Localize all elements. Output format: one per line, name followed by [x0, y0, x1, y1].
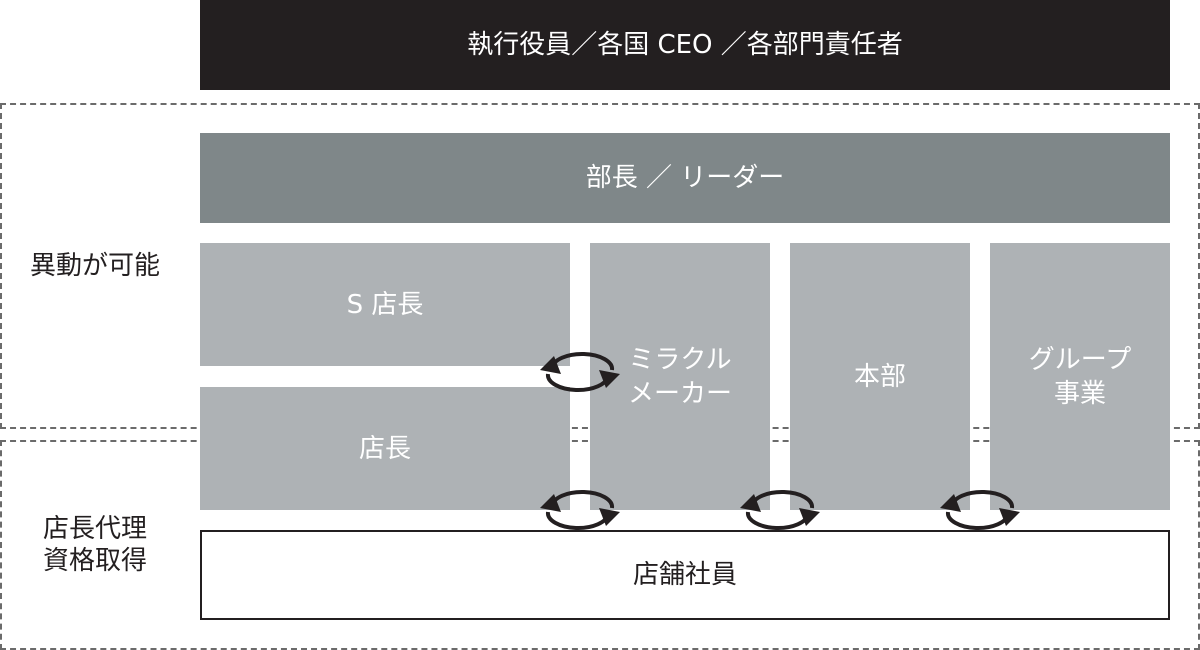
store-manager-box-label: 店長: [358, 433, 411, 464]
executive-box-label: 執行役員／各国 CEO ／各部門責任者: [467, 30, 903, 60]
miracle-maker-box: ミラクル メーカー: [590, 243, 770, 510]
store-staff-box: 店舗社員: [200, 530, 1170, 620]
transferable-zone-label: 異動が可能: [30, 251, 161, 281]
headquarters-box-label: 本部: [853, 361, 906, 392]
executive-box: 執行役員／各国 CEO ／各部門責任者: [200, 0, 1170, 90]
group-business-box: グループ 事業: [990, 243, 1170, 510]
manager-leader-box: 部長 ／ リーダー: [200, 133, 1170, 223]
manager-leader-box-label: 部長 ／ リーダー: [585, 163, 785, 193]
s-store-manager-box: S 店長: [200, 243, 570, 366]
s-store-manager-box-label: S 店長: [346, 289, 424, 320]
headquarters-box: 本部: [790, 243, 970, 510]
qualification-zone-label: 店長代理 資格取得: [43, 514, 148, 576]
group-business-box-label: グループ 事業: [1028, 344, 1132, 409]
store-manager-box: 店長: [200, 387, 570, 510]
store-staff-box-label: 店舗社員: [632, 560, 737, 590]
miracle-maker-box-label: ミラクル メーカー: [627, 344, 732, 409]
